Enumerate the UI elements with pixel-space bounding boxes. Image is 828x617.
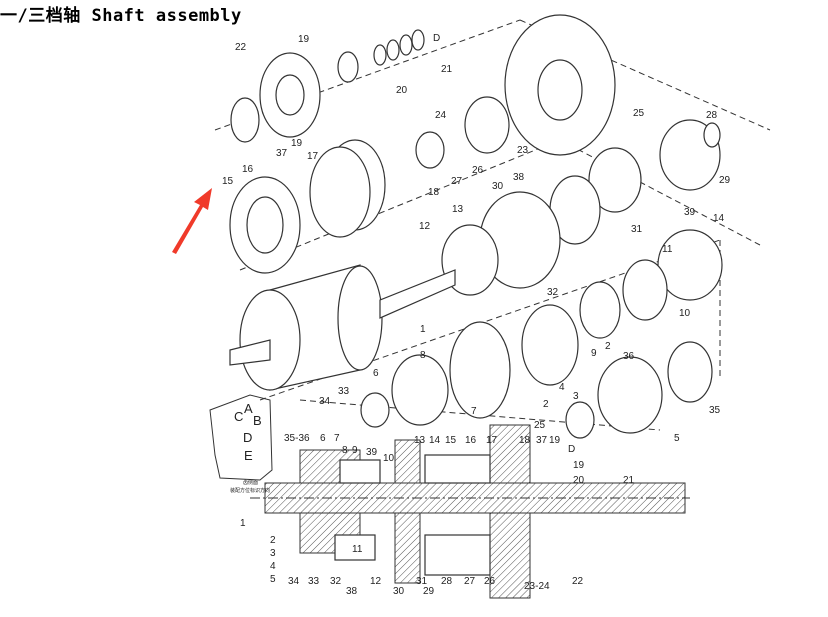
callout-label: 1 xyxy=(420,324,426,335)
callout-label: 3 xyxy=(573,391,579,402)
callout-label: 13 xyxy=(452,204,464,215)
callout-label: 23 xyxy=(517,145,529,156)
callout-label: 27 xyxy=(451,176,463,187)
callout-label: 4 xyxy=(559,382,565,393)
callout-label: 34 xyxy=(319,396,331,407)
callout-label: 6 xyxy=(373,368,379,379)
callout-label: 2 xyxy=(543,399,549,410)
callout-label: 35-36 xyxy=(284,433,310,444)
callout-label: 37 xyxy=(276,148,288,159)
callout-label: 29 xyxy=(423,586,435,597)
callout-label: 5 xyxy=(270,574,276,585)
callout-label: 14 xyxy=(713,213,725,224)
ring-19 xyxy=(337,51,359,83)
callout-label: 11 xyxy=(352,544,363,555)
callout-label: 12 xyxy=(419,221,431,232)
callout-label: 21 xyxy=(441,64,453,75)
callout-label: 15 xyxy=(222,176,234,187)
callout-label: 39 xyxy=(684,207,696,218)
callout-label: 28 xyxy=(706,110,718,121)
callout-label: 14 xyxy=(429,435,441,446)
callout-label: 34 xyxy=(288,576,300,587)
callout-label: 6 xyxy=(320,433,326,444)
inset-caption: 齿侧面 xyxy=(243,479,258,486)
callout-label: 32 xyxy=(547,287,559,298)
callout-label: 26 xyxy=(472,165,484,176)
callout-label: 31 xyxy=(631,224,643,235)
callout-label: 7 xyxy=(471,406,477,417)
callout-label: 1 xyxy=(240,518,246,529)
orientation-inset: A B C D E 齿侧面 装配方位标识方向 xyxy=(209,394,273,494)
callout-label: 22 xyxy=(235,42,247,53)
callout-label: 9 xyxy=(591,348,597,359)
callout-label: 8 xyxy=(420,350,426,361)
callout-label: 20 xyxy=(573,475,585,486)
callout-label: 22 xyxy=(572,576,584,587)
inset-letter-e: E xyxy=(244,448,253,463)
inset-caption: 装配方位标识方向 xyxy=(230,487,270,494)
callout-label: 25 xyxy=(534,420,546,431)
callout-label: 5 xyxy=(674,433,680,444)
inset-letter-b: B xyxy=(253,413,262,428)
callout-label: 33 xyxy=(308,576,320,587)
callout-label: 23-24 xyxy=(524,581,550,592)
callout-label: 32 xyxy=(330,576,342,587)
callout-label: 29 xyxy=(719,175,731,186)
callout-label: 24 xyxy=(435,110,447,121)
callout-label: 19 xyxy=(549,435,561,446)
callout-label: 19 xyxy=(298,34,310,45)
callout-label: 38 xyxy=(346,586,358,597)
exploded-callouts: 22192021D1937252423262718171615282938303… xyxy=(222,33,731,444)
callout-label: 16 xyxy=(465,435,477,446)
page-title: 一/三档轴 Shaft assembly xyxy=(0,6,242,26)
callout-label: 33 xyxy=(338,386,350,397)
callout-label: 10 xyxy=(679,308,691,319)
callout-label: D xyxy=(568,444,575,455)
inset-letter-c: C xyxy=(234,409,243,424)
pointer-arrow xyxy=(172,188,212,254)
cross-section xyxy=(250,424,690,599)
callout-label: 31 xyxy=(416,576,428,587)
callout-label: 28 xyxy=(441,576,453,587)
callout-label: 21 xyxy=(623,475,635,486)
callout-label: 26 xyxy=(484,576,496,587)
callout-label: 17 xyxy=(307,151,319,162)
callout-label: 19 xyxy=(573,460,585,471)
exploded-view xyxy=(214,14,771,439)
callout-label: 25 xyxy=(633,108,645,119)
callout-label: 2 xyxy=(270,535,276,546)
callout-label: D xyxy=(433,33,440,44)
callout-label: 27 xyxy=(464,576,476,587)
callout-label: 35 xyxy=(709,405,721,416)
hub-24 xyxy=(464,96,510,154)
callout-label: 10 xyxy=(383,453,395,464)
callout-label: 30 xyxy=(393,586,405,597)
callout-label: 36 xyxy=(623,351,635,362)
callout-label: 20 xyxy=(396,85,408,96)
inset-letter-a: A xyxy=(244,401,253,416)
callout-label: 38 xyxy=(513,172,525,183)
inset-letter-d: D xyxy=(243,430,252,445)
callout-label: 19 xyxy=(291,138,303,149)
callout-label: 18 xyxy=(519,435,531,446)
callout-label: 30 xyxy=(492,181,504,192)
callout-label: 17 xyxy=(486,435,498,446)
callout-label: 16 xyxy=(242,164,254,175)
callout-label: 9 xyxy=(352,445,358,456)
callout-label: 4 xyxy=(270,561,276,572)
callout-label: 15 xyxy=(445,435,457,446)
callout-label: 12 xyxy=(370,576,382,587)
callout-label: 2 xyxy=(605,341,611,352)
callout-label: 18 xyxy=(428,187,440,198)
callout-label: 8 xyxy=(342,445,348,456)
callout-label: 39 xyxy=(366,447,378,458)
callout-label: 11 xyxy=(662,244,673,255)
callout-label: 13 xyxy=(414,435,426,446)
callout-label: 3 xyxy=(270,548,276,559)
callout-label: 7 xyxy=(334,433,340,444)
callout-label: 37 xyxy=(536,435,548,446)
